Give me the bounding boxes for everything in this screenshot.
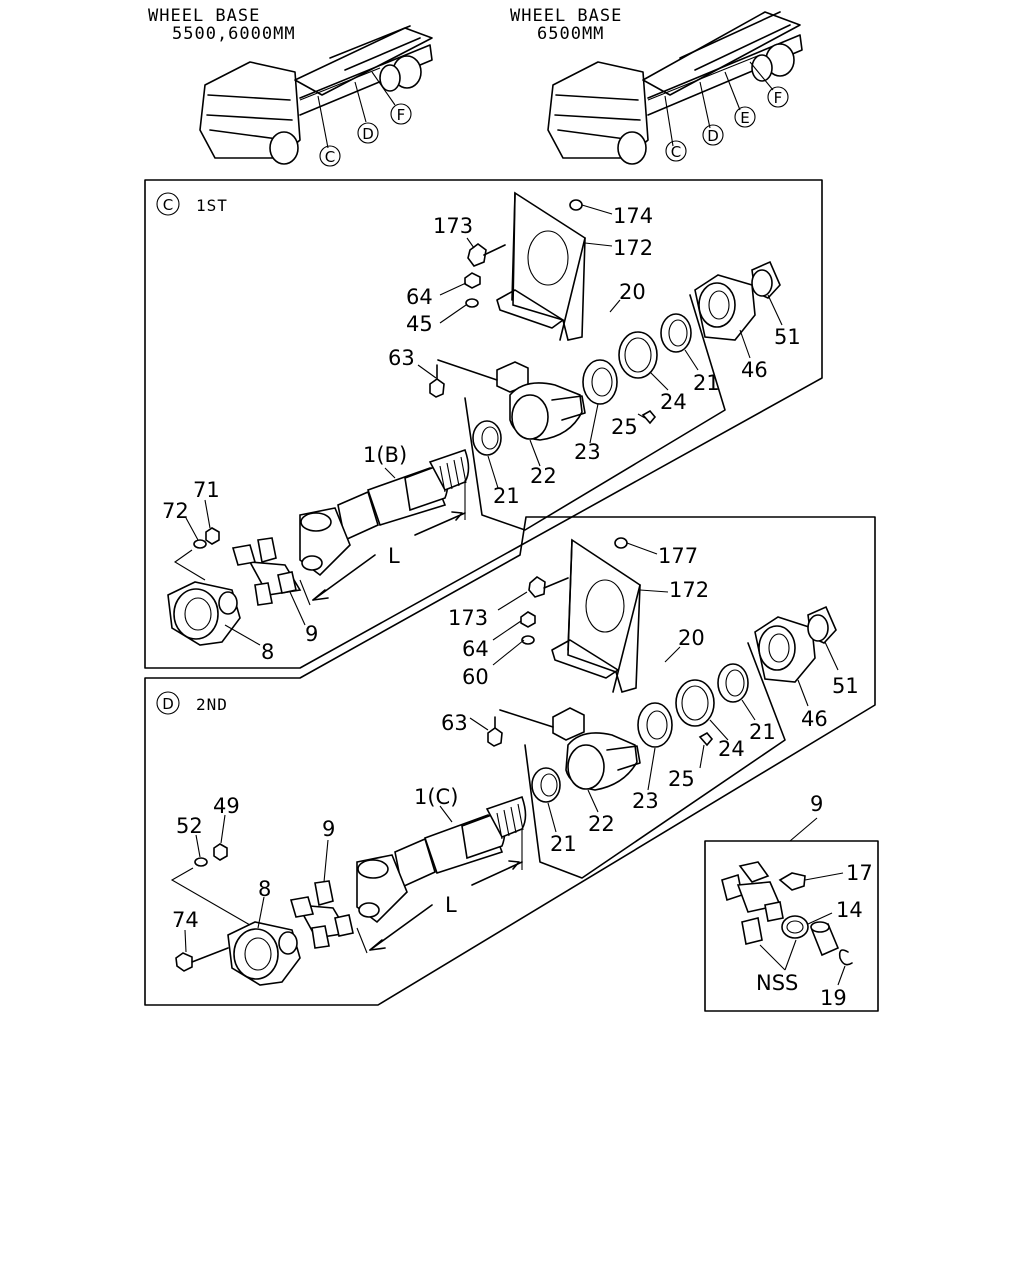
label-d-49: 49 [213, 794, 240, 818]
label-d-9: 9 [322, 817, 335, 841]
label-d-25: 25 [668, 767, 695, 791]
label-d-51: 51 [832, 674, 859, 698]
label-c-46: 46 [741, 358, 768, 382]
label-c-L: L [388, 544, 400, 568]
label-c-22: 22 [530, 464, 557, 488]
label-d-74: 74 [172, 908, 199, 932]
truck-left-illustration [199, 25, 433, 165]
label-detail-19: 19 [820, 986, 847, 1010]
label-c-25: 25 [611, 415, 638, 439]
label-c-45: 45 [406, 312, 433, 336]
section-c-parts [167, 191, 781, 646]
truck-left-marker-f: F [397, 106, 406, 124]
label-d-177: 177 [658, 544, 698, 568]
label-d-1c: 1(C) [414, 785, 458, 809]
label-c-20: 20 [619, 280, 646, 304]
label-c-174: 174 [613, 204, 653, 228]
header-right-line1: WHEEL BASE [510, 6, 622, 26]
truck-right-marker-f: F [774, 89, 783, 107]
detail-title: 9 [810, 792, 823, 816]
label-d-172: 172 [669, 578, 709, 602]
label-c-9: 9 [305, 622, 318, 646]
marker-c-circle [319, 145, 341, 167]
label-c-21b: 21 [493, 484, 520, 508]
detail-parts [721, 861, 853, 966]
label-c-63: 63 [388, 346, 415, 370]
label-d-60: 60 [462, 665, 489, 689]
truck-right-marker-d: D [707, 127, 719, 145]
label-c-51: 51 [774, 325, 801, 349]
label-c-64: 64 [406, 285, 433, 309]
label-detail-17: 17 [846, 861, 873, 885]
detail-box-frame [704, 840, 879, 1012]
label-d-L: L [445, 893, 457, 917]
header-left-line1: WHEEL BASE [148, 6, 260, 26]
label-c-1b: 1(B) [363, 443, 407, 467]
truck-right-marker-e: E [740, 109, 749, 127]
marker-d-circle [357, 122, 379, 144]
marker-e-circle-r [734, 106, 756, 128]
section-d-marker: D [162, 695, 174, 713]
label-d-46: 46 [801, 707, 828, 731]
section-c-frame [144, 179, 823, 669]
section-c-marker: C [163, 196, 173, 214]
truck-right-illustration [547, 11, 803, 165]
label-d-21b: 21 [550, 832, 577, 856]
label-c-21a: 21 [693, 371, 720, 395]
label-c-24: 24 [660, 390, 687, 414]
label-c-172: 172 [613, 236, 653, 260]
label-c-72: 72 [162, 499, 189, 523]
marker-d-circle-r [702, 124, 724, 146]
label-d-64: 64 [462, 637, 489, 661]
label-detail-14: 14 [836, 898, 863, 922]
header-left-line2: 5500,6000MM [172, 24, 296, 44]
label-c-173: 173 [433, 214, 473, 238]
section-d-leaders [184, 542, 839, 953]
label-d-173: 173 [448, 606, 488, 630]
label-d-20: 20 [678, 626, 705, 650]
label-d-63: 63 [441, 711, 468, 735]
truck-left-marker-d: D [362, 125, 374, 143]
label-d-23: 23 [632, 789, 659, 813]
label-c-8: 8 [261, 640, 274, 664]
label-d-22: 22 [588, 812, 615, 836]
section-c-marker-circle [156, 192, 180, 216]
section-d-marker-circle [156, 691, 180, 715]
label-d-52: 52 [176, 814, 203, 838]
section-c-leaders [185, 204, 783, 646]
detail-title-leader [789, 817, 818, 842]
truck-left-marker-c: C [325, 148, 335, 166]
label-d-21a: 21 [749, 720, 776, 744]
label-d-8: 8 [258, 877, 271, 901]
detail-leaders [759, 872, 846, 986]
header-right-line2: 6500MM [537, 24, 604, 44]
marker-f-circle [390, 103, 412, 125]
section-c-title: 1ST [196, 196, 228, 215]
label-detail-nss: NSS [756, 971, 798, 995]
section-d-parts [170, 537, 837, 986]
truck-right-marker-c: C [671, 143, 681, 161]
label-d-24: 24 [718, 737, 745, 761]
label-c-23: 23 [574, 440, 601, 464]
section-d-title: 2ND [196, 695, 228, 714]
marker-f-circle-r [767, 86, 789, 108]
label-c-71: 71 [193, 478, 220, 502]
marker-c-circle-r [665, 140, 687, 162]
section-d-frame [144, 516, 876, 1006]
